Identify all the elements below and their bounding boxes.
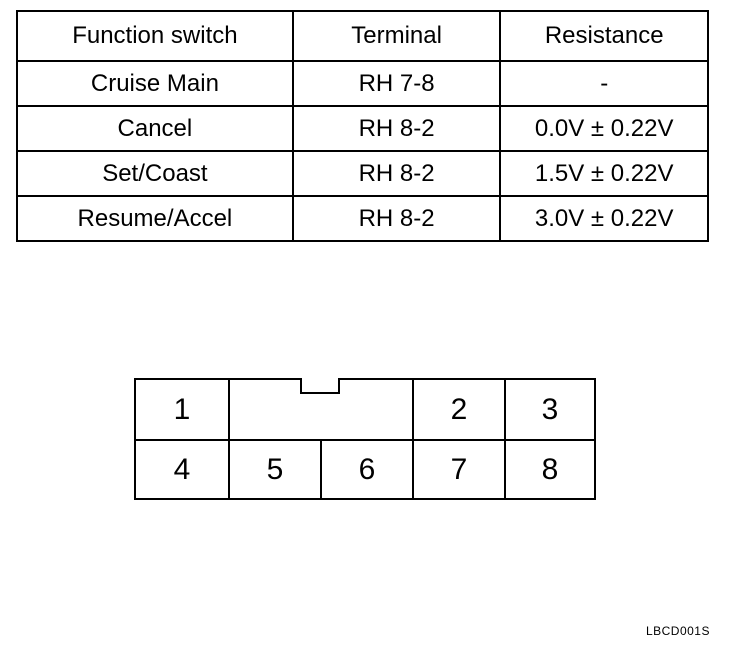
- cell-divider: [412, 440, 414, 498]
- cell-terminal: RH 8-2: [291, 195, 502, 242]
- cell-function: Cancel: [16, 105, 294, 152]
- cell-divider: [504, 440, 506, 498]
- cell-function: Cruise Main: [16, 60, 294, 107]
- table-row: Set/Coast RH 8-2 1.5V ± 0.22V: [16, 150, 709, 197]
- pin-label: 4: [173, 453, 191, 486]
- cell-terminal: RH 7-8: [291, 60, 502, 107]
- cell-terminal: RH 8-2: [291, 150, 502, 197]
- pin-label: 6: [358, 453, 376, 486]
- pin-label: 5: [266, 453, 284, 486]
- cell-divider: [412, 380, 414, 440]
- cell-divider: [504, 380, 506, 440]
- cell-resistance: 0.0V ± 0.22V: [499, 105, 709, 152]
- cell-divider: [320, 440, 322, 498]
- cell-resistance: 1.5V ± 0.22V: [499, 150, 709, 197]
- table-header-row: Function switch Terminal Resistance: [16, 10, 709, 62]
- header-resistance: Resistance: [499, 10, 709, 62]
- cell-resistance: 3.0V ± 0.22V: [499, 195, 709, 242]
- cell-terminal: RH 8-2: [291, 105, 502, 152]
- table-row: Cancel RH 8-2 0.0V ± 0.22V: [16, 105, 709, 152]
- cell-function: Set/Coast: [16, 150, 294, 197]
- specification-table: Function switch Terminal Resistance Crui…: [16, 10, 709, 242]
- pin-label: 7: [450, 453, 468, 486]
- header-terminal: Terminal: [291, 10, 502, 62]
- connector-diagram: 1 2 3 4 5 6 7 8: [134, 378, 596, 500]
- cell-function: Resume/Accel: [16, 195, 294, 242]
- cell-divider: [228, 440, 230, 498]
- cell-divider: [228, 380, 230, 440]
- header-function-switch: Function switch: [16, 10, 294, 62]
- figure-code: LBCD001S: [645, 624, 710, 638]
- table-row: Cruise Main RH 7-8 -: [16, 60, 709, 107]
- pin-label: 2: [450, 393, 468, 426]
- connector-lock-tab: [300, 378, 340, 394]
- pin-label: 1: [173, 393, 191, 426]
- pin-label: 3: [541, 393, 559, 426]
- row-divider: [136, 439, 594, 441]
- cell-resistance: -: [499, 60, 709, 107]
- pin-label: 8: [541, 453, 559, 486]
- table-row: Resume/Accel RH 8-2 3.0V ± 0.22V: [16, 195, 709, 242]
